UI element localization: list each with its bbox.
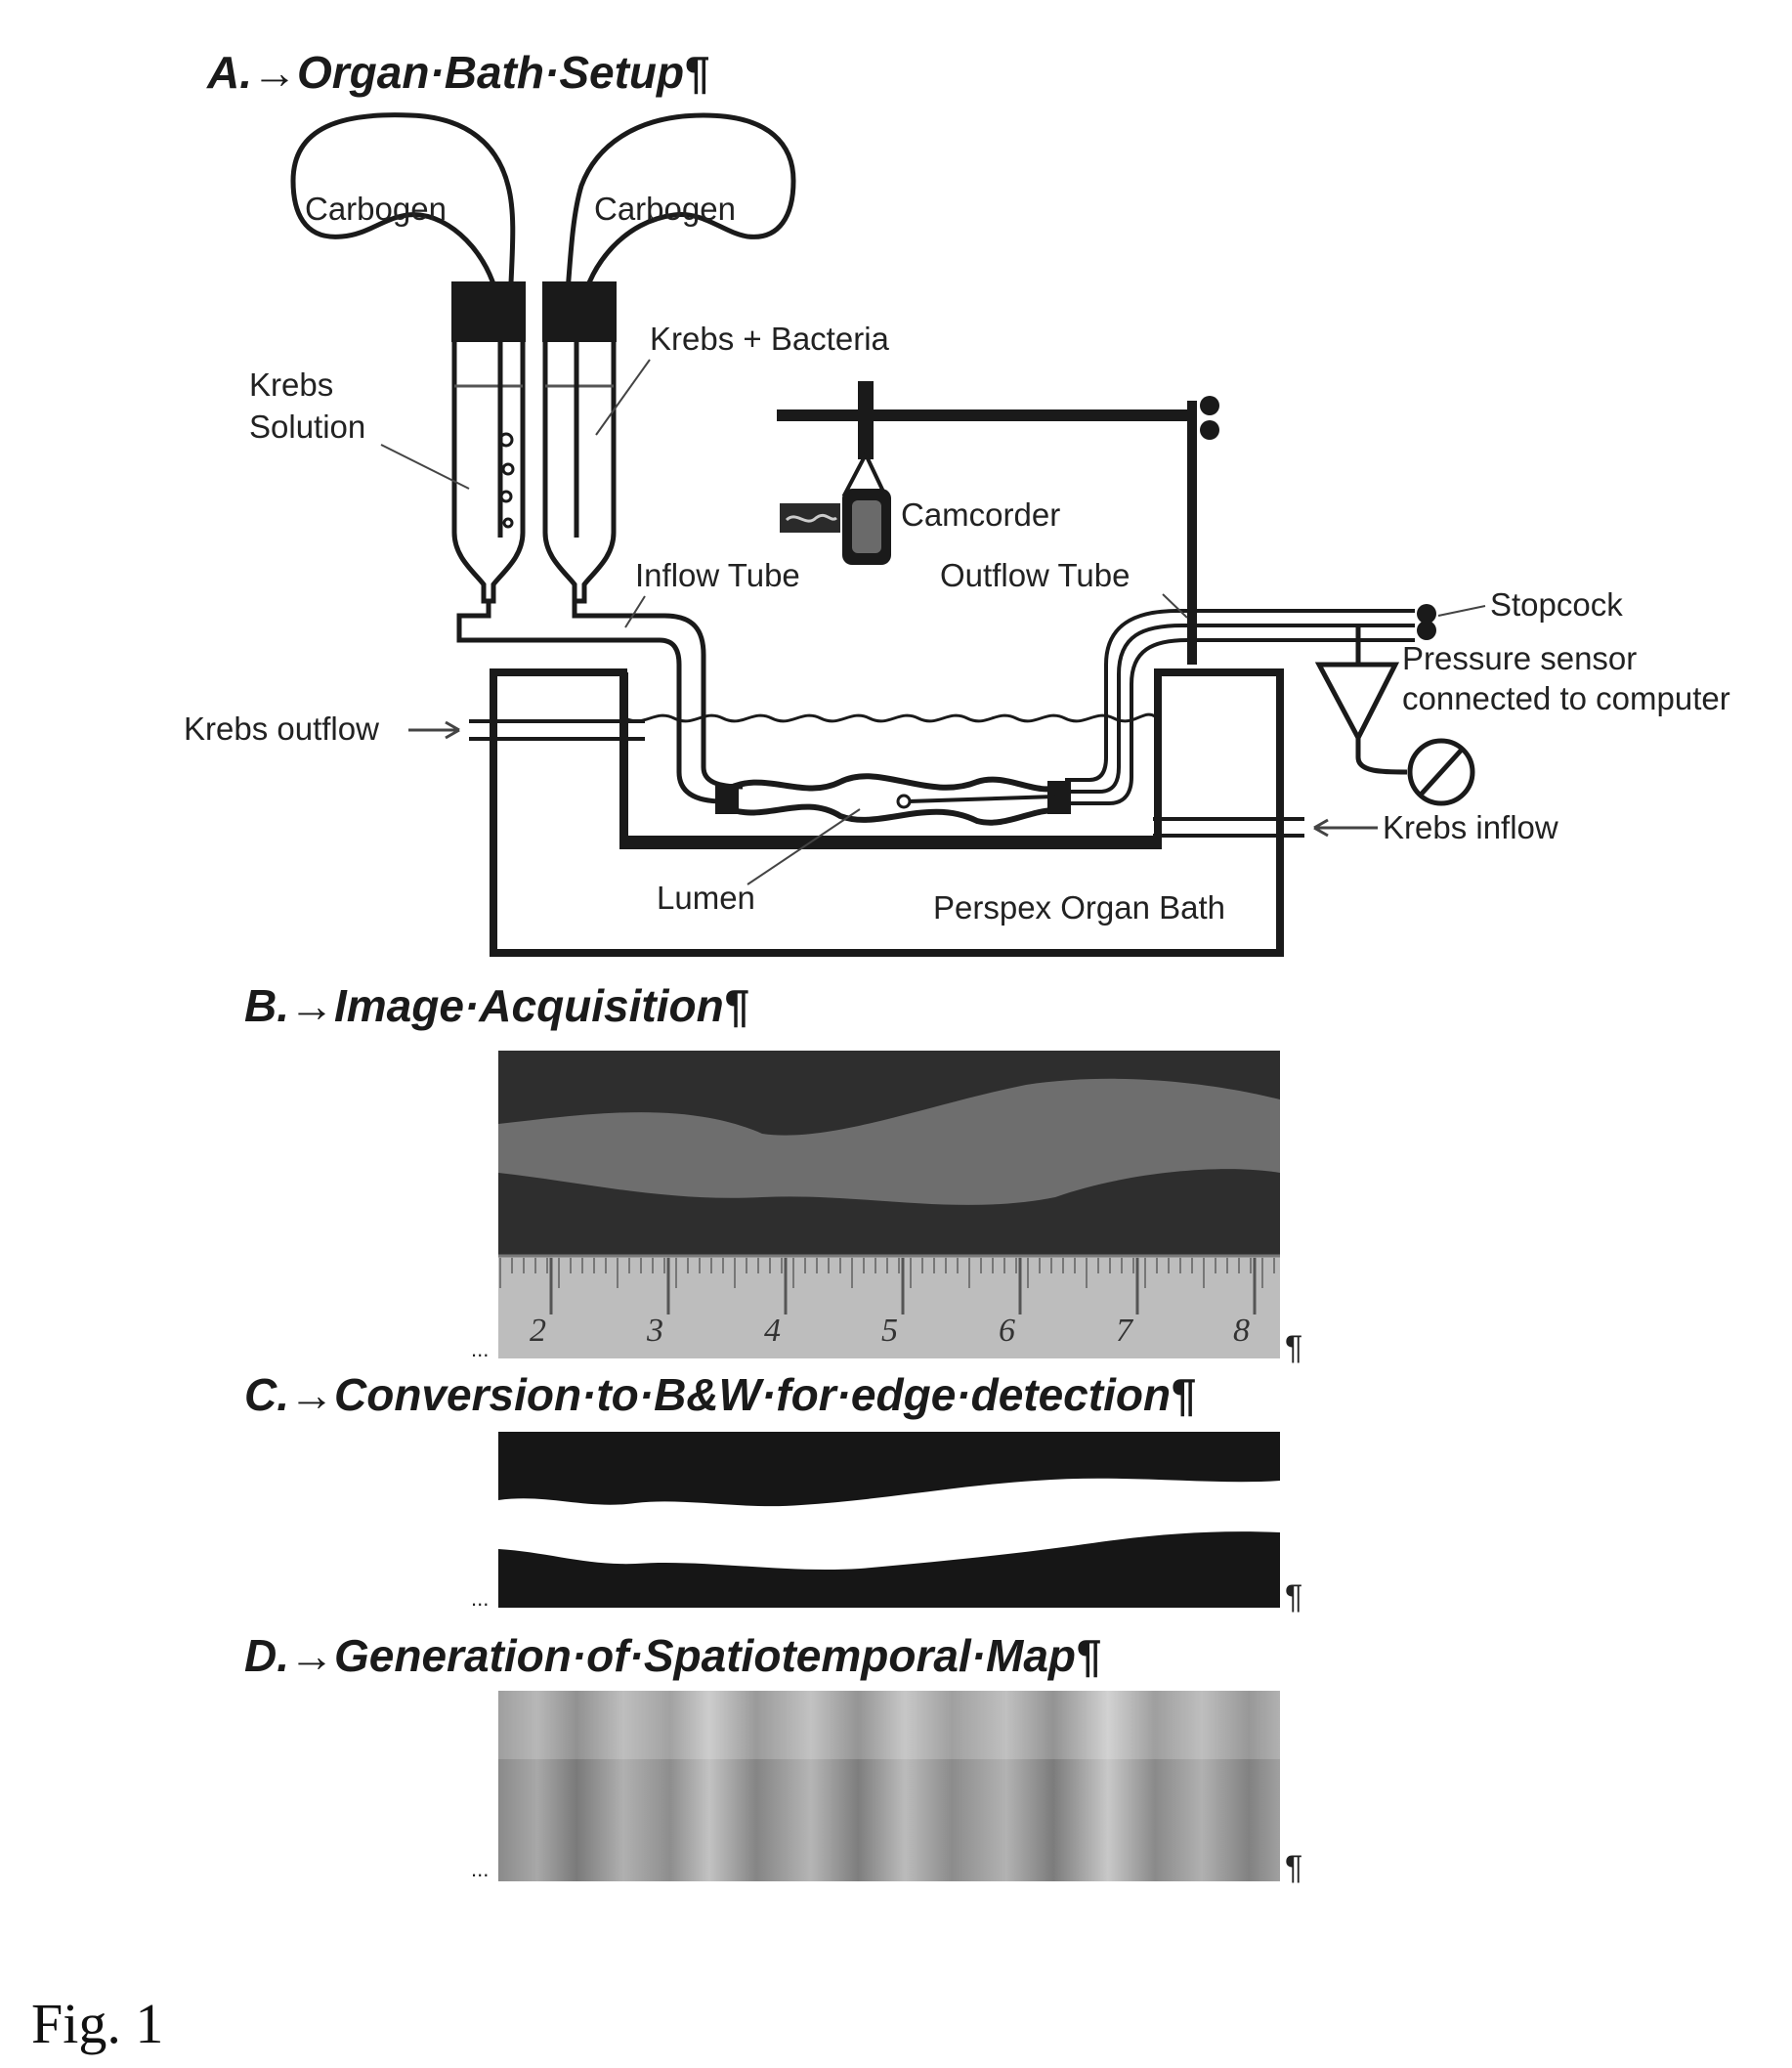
heading-conversion-bw: C.→Conversion·to·B&W·for·edge·detection¶: [244, 1369, 1196, 1420]
krebs-solution-label-line2: Solution: [249, 409, 365, 445]
stopcock-leader: [1438, 606, 1485, 616]
spatiotemporal-map: [498, 1691, 1280, 1881]
krebs-solution-label-line1: Krebs: [249, 366, 333, 403]
inflow-tube-leader: [625, 596, 645, 627]
pilcrow-c: ¶: [1285, 1578, 1302, 1616]
heading-organ-bath-setup: A.→Organ·Bath·Setup¶: [206, 47, 709, 98]
camcorder-icon: [780, 454, 891, 565]
carbogen-label-left: Carbogen: [305, 191, 447, 227]
ruler-tick-label: 5: [881, 1313, 898, 1349]
krebs-inflow-label: Krebs inflow: [1383, 809, 1558, 845]
stopcock-icon: [1417, 604, 1436, 640]
ruler-tick-label: 8: [1233, 1313, 1250, 1349]
ruler-tick-label: 2: [530, 1313, 546, 1349]
inflow-tube: [459, 601, 743, 801]
pressure-sensor-label-line2: connected to computer: [1402, 680, 1730, 716]
outflow-tube-label: Outflow Tube: [940, 557, 1130, 593]
outflow-tube-leader: [1163, 594, 1187, 618]
krebs-bacteria-bottle: [542, 281, 617, 601]
krebs-solution-bottle: [451, 281, 526, 601]
heading-spatiotemporal-map: D.→Generation·of·Spatiotemporal·Map¶: [244, 1630, 1101, 1681]
pilcrow-b: ¶: [1285, 1329, 1302, 1366]
krebs-outflow-label: Krebs outflow: [184, 711, 379, 747]
heading-image-acquisition: B.→Image·Acquisition¶: [244, 980, 748, 1031]
figure-caption: Fig. 1: [31, 1992, 163, 2055]
ruler-tick-label: 3: [646, 1313, 663, 1349]
krebs-outflow-arrow: [408, 722, 459, 738]
krebs-bacteria-label: Krebs + Bacteria: [650, 321, 890, 357]
ellipsis-b: ...: [471, 1337, 489, 1361]
lumen-label: Lumen: [657, 880, 755, 916]
carbogen-label-right: Carbogen: [594, 191, 736, 227]
cannula: [909, 797, 1055, 801]
outflow-tube: [1065, 611, 1415, 803]
bw-conversion-frame: [498, 1432, 1280, 1608]
krebs-bacteria-leader: [596, 360, 650, 435]
pressure-sensor-label-line1: Pressure sensor: [1402, 640, 1637, 676]
organ-bath-label: Perspex Organ Bath: [933, 889, 1225, 926]
pilcrow-d: ¶: [1285, 1849, 1302, 1886]
ruler-tick-label: 6: [999, 1313, 1015, 1349]
ruler-tick-label: 7: [1116, 1313, 1134, 1349]
ellipsis-c: ...: [471, 1586, 489, 1611]
camcorder-label: Camcorder: [901, 496, 1060, 533]
ruler-tick-label: 4: [764, 1313, 781, 1349]
stopcock-label: Stopcock: [1490, 586, 1623, 623]
ellipsis-d: ...: [471, 1857, 489, 1881]
inflow-tube-label: Inflow Tube: [635, 557, 800, 593]
krebs-inflow-arrow: [1314, 820, 1378, 836]
